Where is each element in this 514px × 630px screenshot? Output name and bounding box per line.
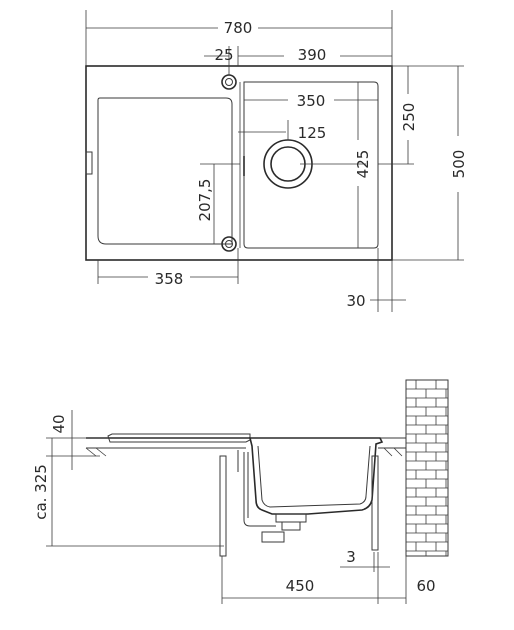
cabinet-wall-left bbox=[219, 455, 227, 557]
dim-rim-thickness: 40 bbox=[50, 414, 68, 433]
dim-bowl-depth: 250 bbox=[400, 103, 418, 132]
dim-drainer-width: 358 bbox=[155, 270, 184, 288]
top-view: 780 25 390 350 125 207,5 425 250 bbox=[85, 10, 468, 312]
dim-wall-gap: 60 bbox=[416, 577, 435, 595]
cabinet-wall-right bbox=[371, 455, 379, 551]
dim-drain-height: 207,5 bbox=[196, 179, 214, 222]
waste-outlet-inner bbox=[270, 146, 306, 182]
side-view: 40 ca. 325 3 450 60 bbox=[32, 379, 449, 604]
dim-depth: ca. 325 bbox=[32, 464, 50, 520]
waste-trap bbox=[275, 513, 307, 523]
sink-outline bbox=[85, 65, 393, 261]
overflow-pipe bbox=[243, 452, 262, 527]
bowl-outline bbox=[243, 81, 379, 249]
dim-overall-width: 780 bbox=[224, 19, 253, 37]
dim-edge-gap: 3 bbox=[346, 548, 356, 566]
dim-overall-depth: 500 bbox=[450, 150, 468, 179]
drainer-area bbox=[97, 97, 233, 245]
dim-bowl-depth-inner: 425 bbox=[354, 150, 372, 179]
dim-cabinet-width: 450 bbox=[286, 577, 315, 595]
brick-wall bbox=[405, 379, 449, 557]
overflow-slot bbox=[85, 151, 93, 175]
dim-edge-offset: 30 bbox=[346, 292, 365, 310]
dim-tap-offset: 25 bbox=[214, 46, 233, 64]
dim-bowl-offset: 390 bbox=[298, 46, 327, 64]
dim-bowl-width: 350 bbox=[297, 92, 326, 110]
dim-waste-diameter: 125 bbox=[298, 124, 327, 142]
tap-hole-icon bbox=[221, 74, 237, 90]
